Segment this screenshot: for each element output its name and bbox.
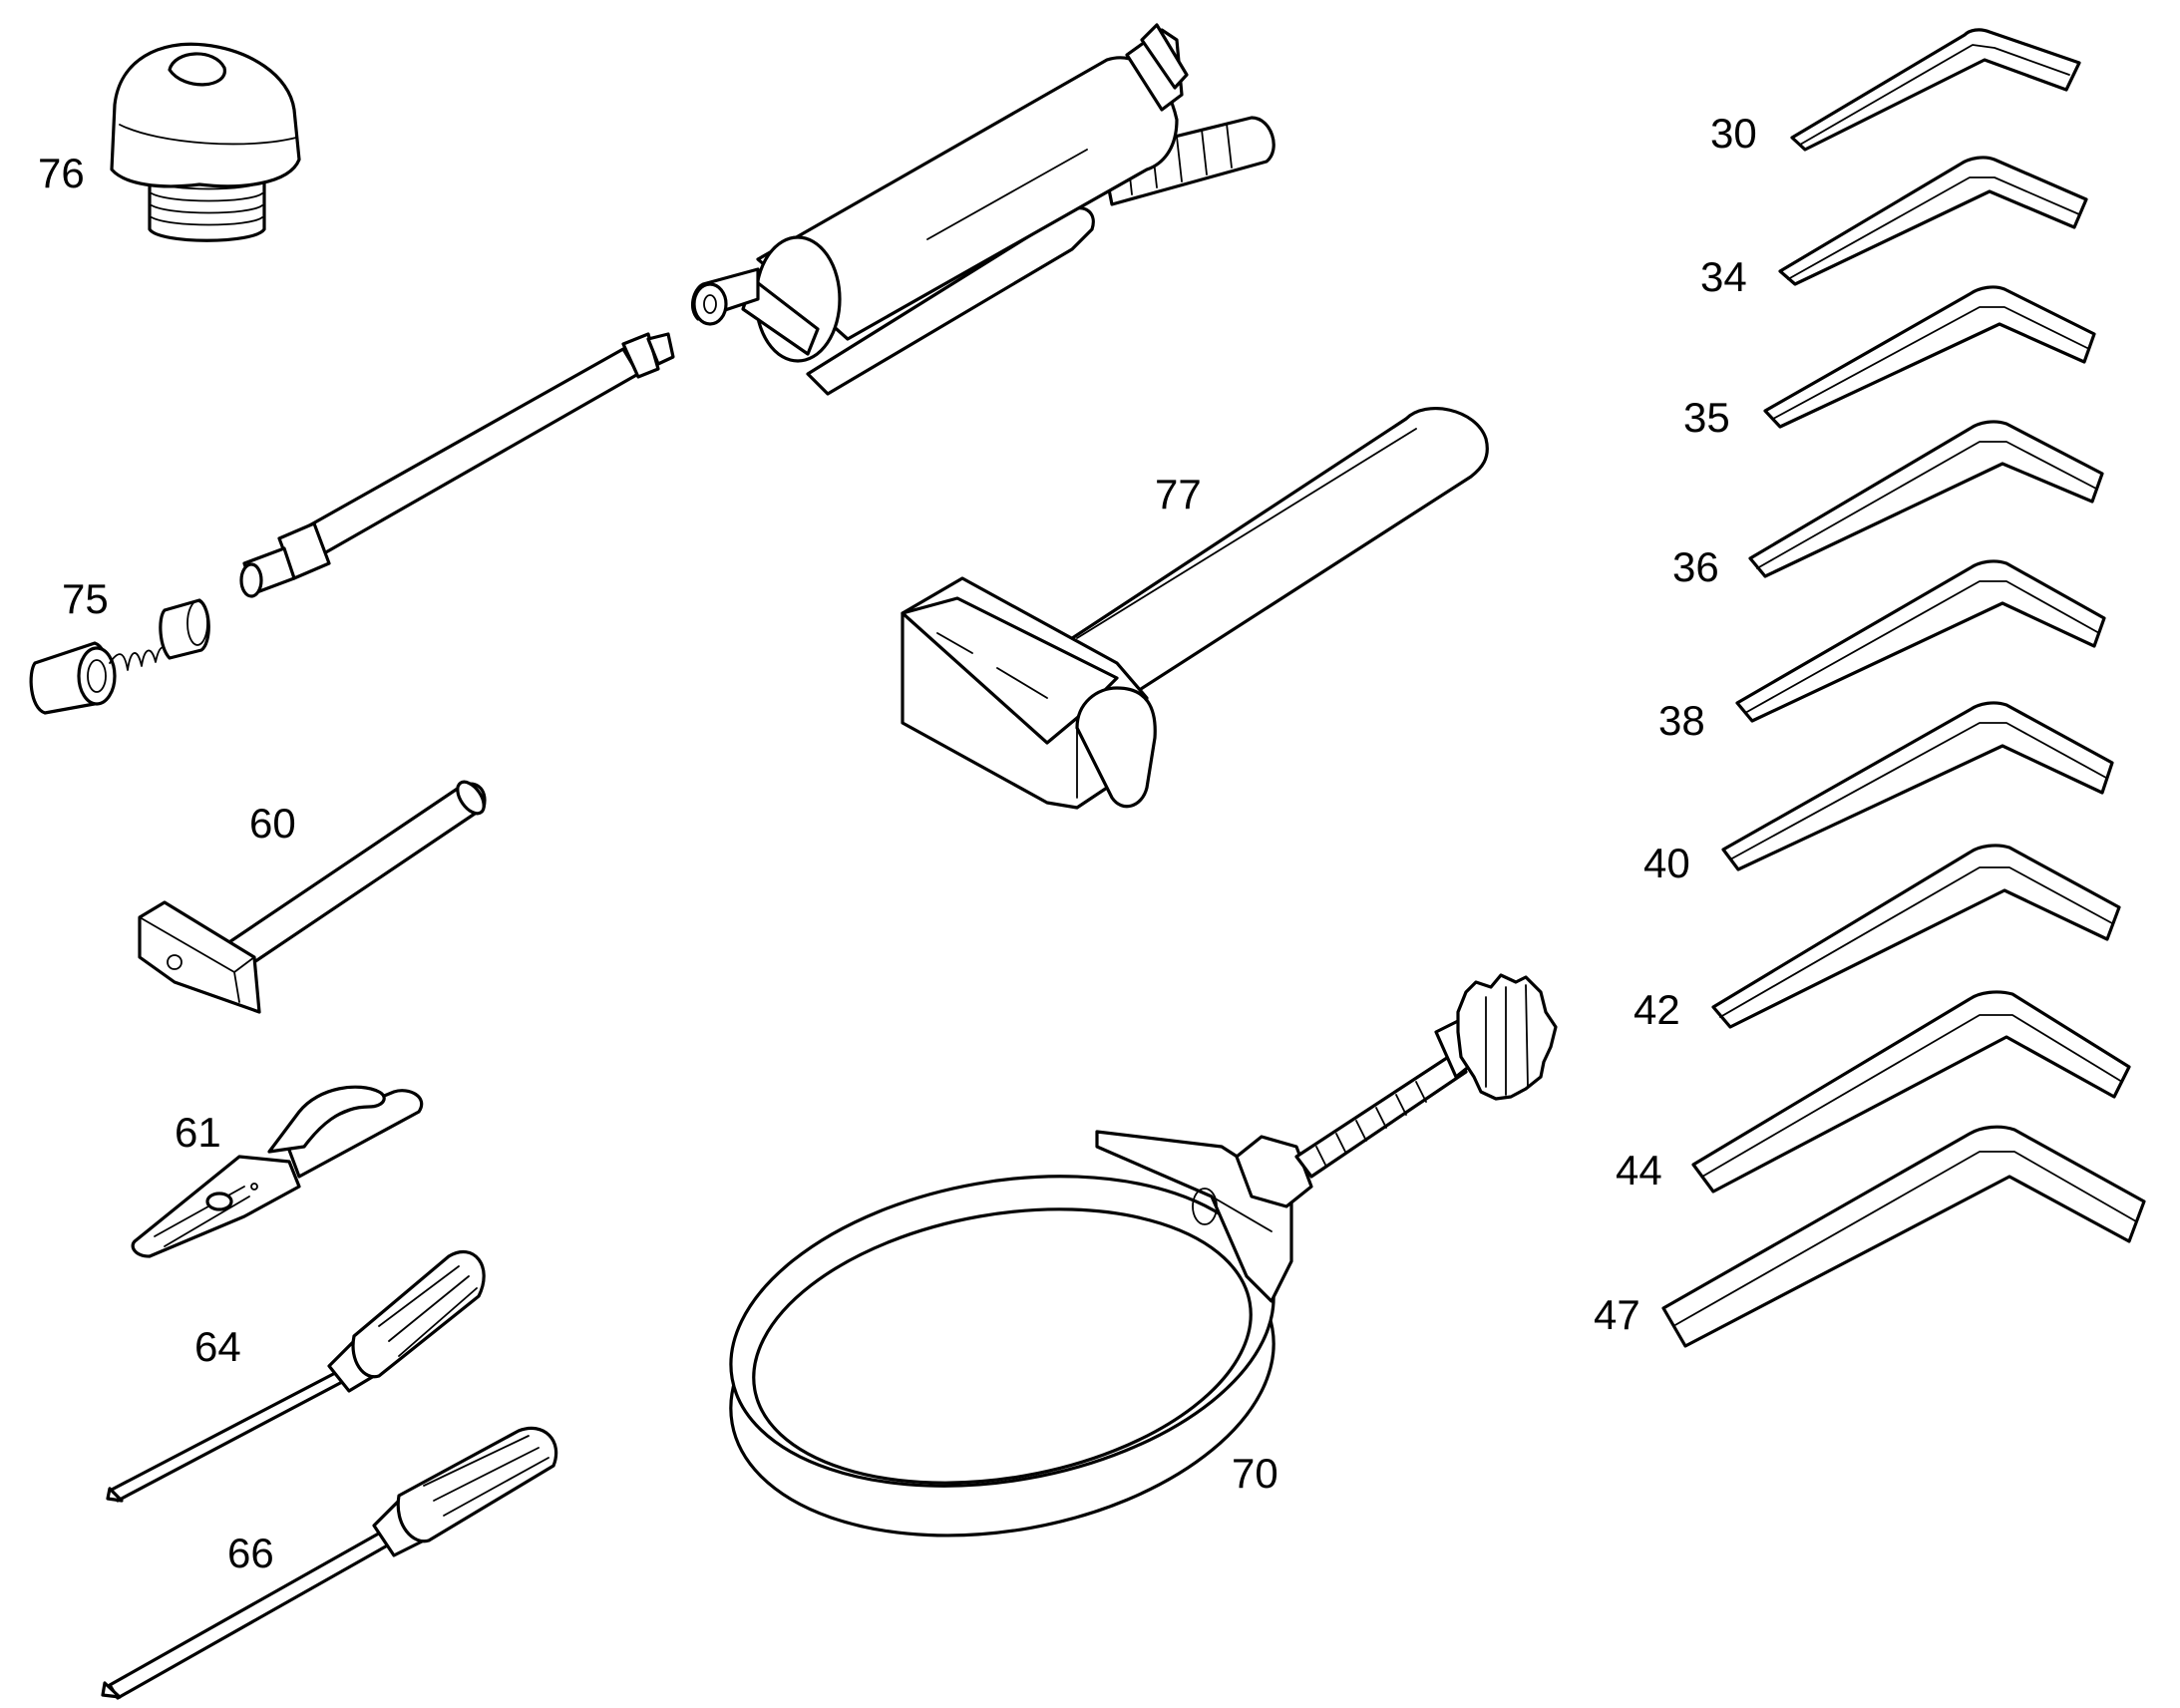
- callout-30: 30: [1710, 110, 1757, 157]
- callout-labels: 76 75 77 60 61 64 66 70 30 34 35 36 38 4…: [38, 110, 1757, 1576]
- part-75-grease-nozzle: [29, 598, 210, 715]
- callout-61: 61: [175, 1109, 221, 1156]
- grease-gun: [690, 23, 1275, 396]
- part-64-screwdriver-small: [106, 1249, 486, 1503]
- part-77-rubber-mallet: [901, 407, 1489, 810]
- callout-47: 47: [1594, 1291, 1640, 1338]
- callout-40: 40: [1643, 840, 1690, 886]
- part-44-allen-key: [1691, 990, 2131, 1194]
- allen-keys-set: [1661, 28, 2146, 1348]
- part-35-allen-key: [1763, 285, 2096, 429]
- callout-60: 60: [249, 800, 296, 847]
- callout-35: 35: [1683, 394, 1730, 441]
- callout-70: 70: [1232, 1450, 1278, 1497]
- callout-38: 38: [1658, 697, 1705, 744]
- part-40-allen-key: [1721, 701, 2114, 871]
- part-61-pliers: [131, 1085, 424, 1258]
- part-34-allen-key: [1778, 156, 2088, 286]
- callout-76: 76: [38, 150, 85, 196]
- part-36-allen-key: [1748, 420, 2104, 578]
- part-38-allen-key: [1735, 559, 2106, 723]
- callout-34: 34: [1700, 253, 1747, 300]
- callout-42: 42: [1634, 986, 1680, 1033]
- callout-36: 36: [1672, 543, 1719, 590]
- part-76-filler-cap: [110, 42, 301, 242]
- callout-77: 77: [1155, 471, 1202, 517]
- callout-64: 64: [194, 1323, 241, 1370]
- callout-44: 44: [1616, 1147, 1662, 1194]
- part-42-allen-key: [1711, 844, 2121, 1029]
- part-47-allen-key: [1661, 1125, 2146, 1348]
- part-70-oil-filter-wrench: [729, 973, 1558, 1537]
- part-66-screwdriver-large: [101, 1426, 558, 1700]
- grease-gun-extension-tube: [239, 332, 675, 598]
- part-60-hammer: [138, 780, 487, 1014]
- callout-75: 75: [62, 575, 109, 622]
- part-30-allen-key: [1790, 28, 2081, 152]
- callout-66: 66: [227, 1530, 274, 1576]
